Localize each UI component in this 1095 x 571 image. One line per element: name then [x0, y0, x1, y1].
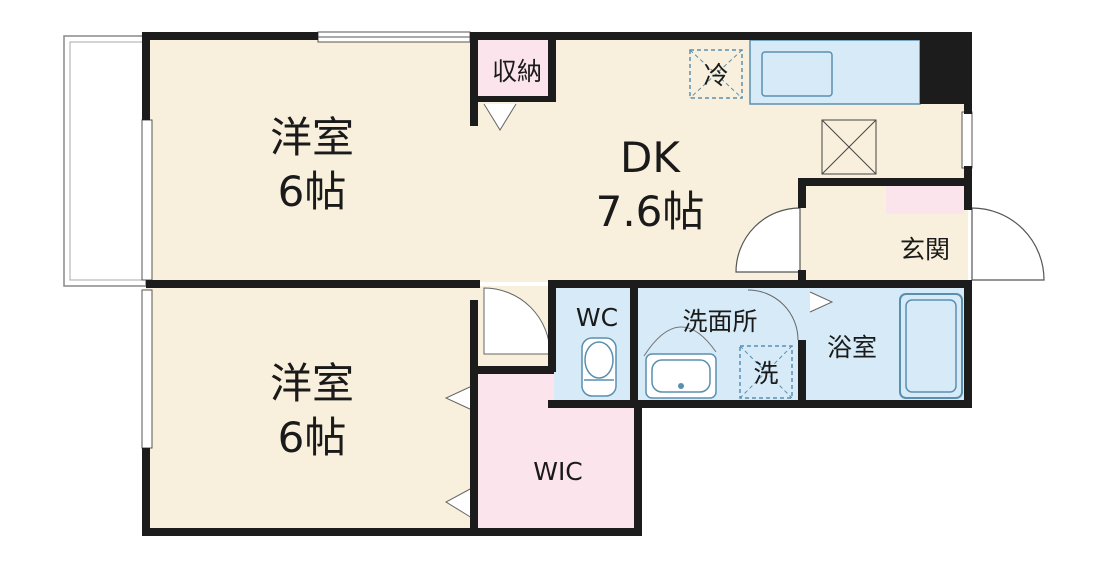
- fridge-label: 冷: [703, 61, 728, 90]
- window-left-upper: [141, 119, 153, 281]
- wash-basin-bowl: [651, 359, 711, 393]
- dk-name: DK: [620, 133, 681, 182]
- kitchen-counter: [749, 39, 921, 105]
- western-room-upper-floor: [146, 36, 478, 286]
- entrance-inner-door: [735, 207, 801, 273]
- balcony: [63, 35, 147, 287]
- ceiling-hatch: [821, 119, 877, 175]
- kitchen-column: [920, 34, 972, 104]
- bathtub: [899, 293, 963, 399]
- fridge-space: [689, 49, 743, 99]
- storage-floor: [478, 36, 554, 102]
- western-room-lower-name: 洋室: [270, 359, 354, 408]
- storage-label: 収納: [492, 57, 542, 86]
- washer-label: 洗: [753, 359, 778, 388]
- bathroom-label: 浴室: [827, 333, 877, 362]
- entrance-label: 玄関: [900, 235, 950, 264]
- western-room-lower-floor: [146, 286, 478, 532]
- walls: [142, 32, 972, 536]
- western-room-lower-size: 6帖: [278, 413, 347, 462]
- bathroom-door-mark: [809, 291, 834, 313]
- entrance-shoe-box: [886, 186, 964, 214]
- toilet-bowl: [584, 341, 614, 379]
- wic-door-mark-upper: [444, 385, 473, 411]
- dk-size: 7.6帖: [596, 187, 705, 236]
- western-room-upper-size: 6帖: [278, 167, 347, 216]
- storage-door-mark: [483, 103, 517, 131]
- washroom-door: [747, 289, 799, 341]
- wc-label: WC: [576, 303, 618, 332]
- wash-basin: [645, 353, 717, 399]
- window-dk-right: [961, 111, 973, 169]
- wic-door-mark-lower: [444, 487, 473, 519]
- entrance-front-door: [971, 207, 1045, 281]
- toilet-tank: [581, 337, 617, 397]
- wic-label: WIC: [533, 457, 583, 486]
- window-left-lower: [141, 289, 153, 449]
- washer-space: [739, 345, 793, 399]
- bathtub-inner: [905, 299, 957, 393]
- washroom-label: 洗面所: [682, 307, 757, 336]
- kitchen-sink: [761, 51, 833, 97]
- western-room-upper-name: 洋室: [270, 113, 354, 162]
